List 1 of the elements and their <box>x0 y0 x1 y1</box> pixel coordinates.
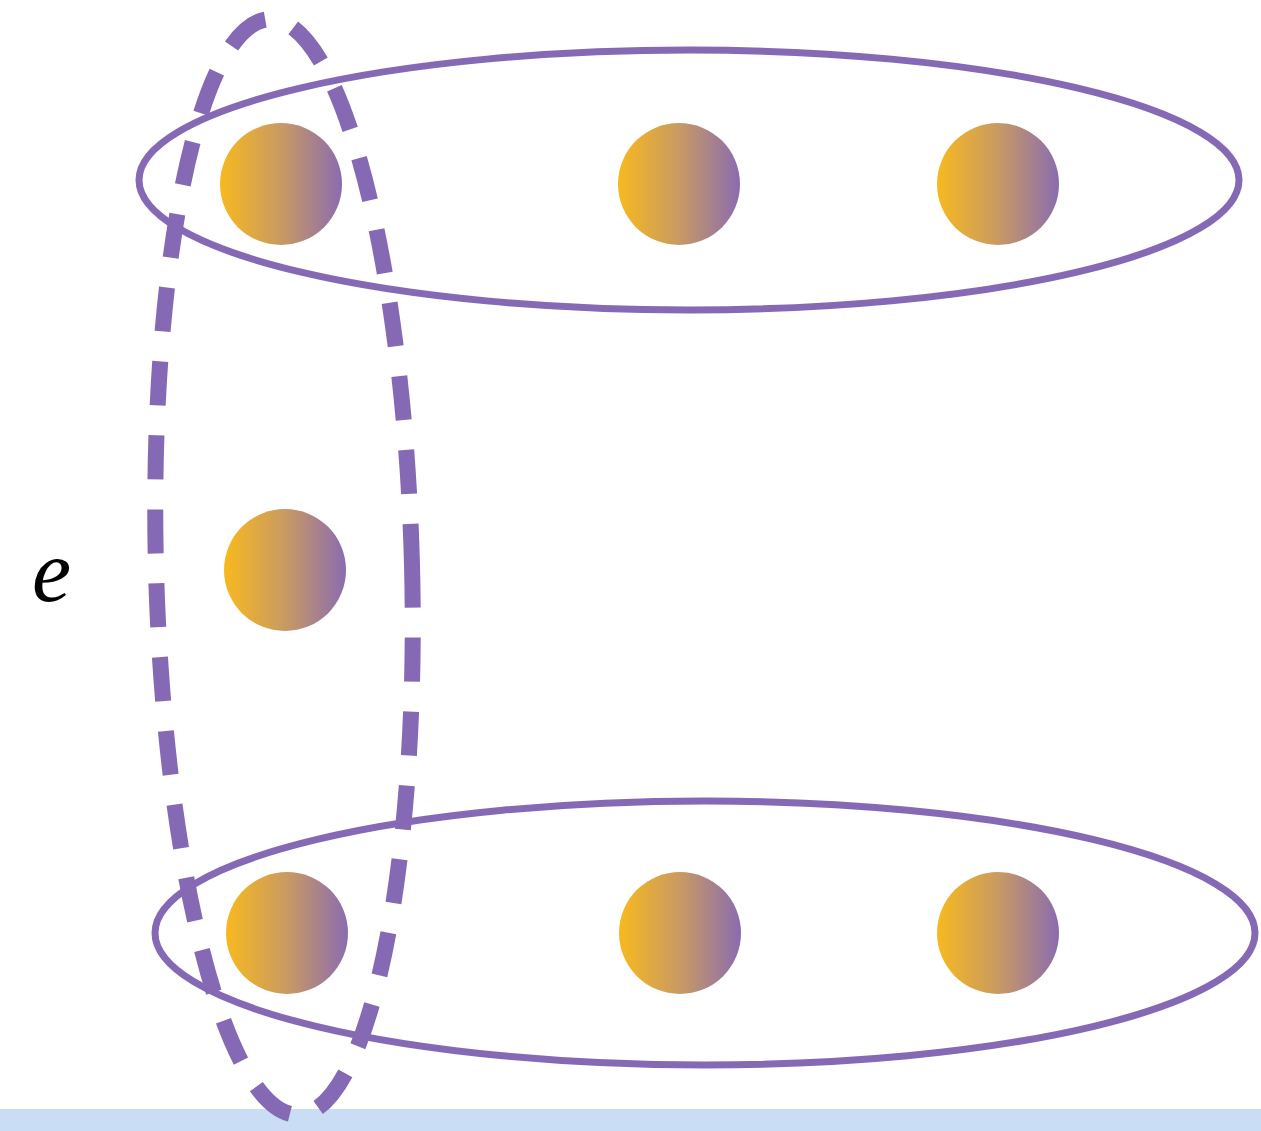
hyperedge-label: e <box>32 528 72 616</box>
